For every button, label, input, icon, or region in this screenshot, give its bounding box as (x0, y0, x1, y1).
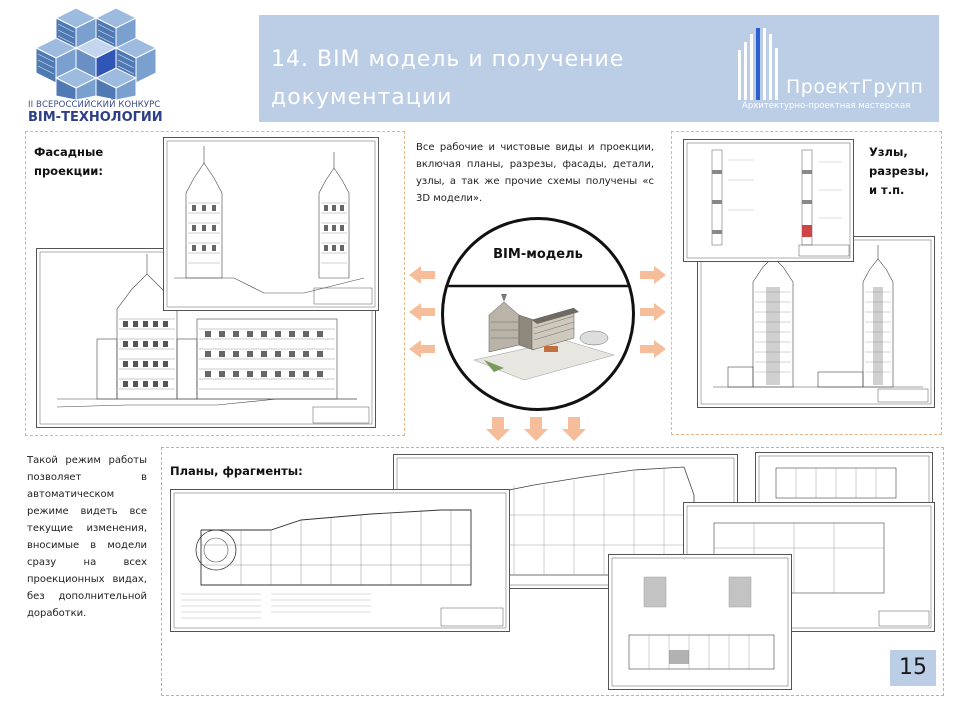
nodes-panel (671, 131, 942, 435)
company-subtitle: Архитектурно-проектная мастерская (742, 101, 911, 111)
facade-towers-drawing-sheet (163, 137, 379, 311)
facades-panel (25, 131, 405, 436)
plan-drawing-sheet (608, 554, 792, 690)
bim-model-circle (441, 217, 635, 411)
sections-drawing-sheet (697, 236, 935, 408)
contest-logo-icon (34, 8, 158, 101)
page-number: 15 (890, 650, 936, 686)
plan-drawing-sheet (170, 489, 510, 632)
company-logo-icon (738, 28, 778, 100)
bim-model-label: BIM-модель (493, 247, 583, 262)
company-name: ПроектГрупп (786, 76, 924, 98)
nodes-drawing-sheet (683, 139, 854, 262)
description-text: Все рабочие и чистовые виды и проекции, … (416, 142, 654, 204)
nodes-label: Узлы, разрезы, и т.п. (869, 145, 930, 197)
header-banner (259, 15, 939, 122)
side-note-text: Такой режим работы позволяет в автоматич… (27, 455, 147, 619)
right-arrows-icon (640, 266, 666, 358)
contest-subtitle: II ВСЕРОССИЙСКИЙ КОНКУРС (28, 100, 161, 110)
page-title: 14. BIM модель и получение документации (271, 47, 625, 110)
facades-label: Фасадные проекции: (34, 145, 104, 178)
contest-title: BIM-ТЕХНОЛОГИИ (28, 110, 163, 125)
plans-label: Планы, фрагменты: (170, 464, 303, 478)
down-arrows-icon (486, 417, 586, 441)
left-arrows-icon (409, 266, 435, 358)
plans-panel (161, 447, 944, 696)
